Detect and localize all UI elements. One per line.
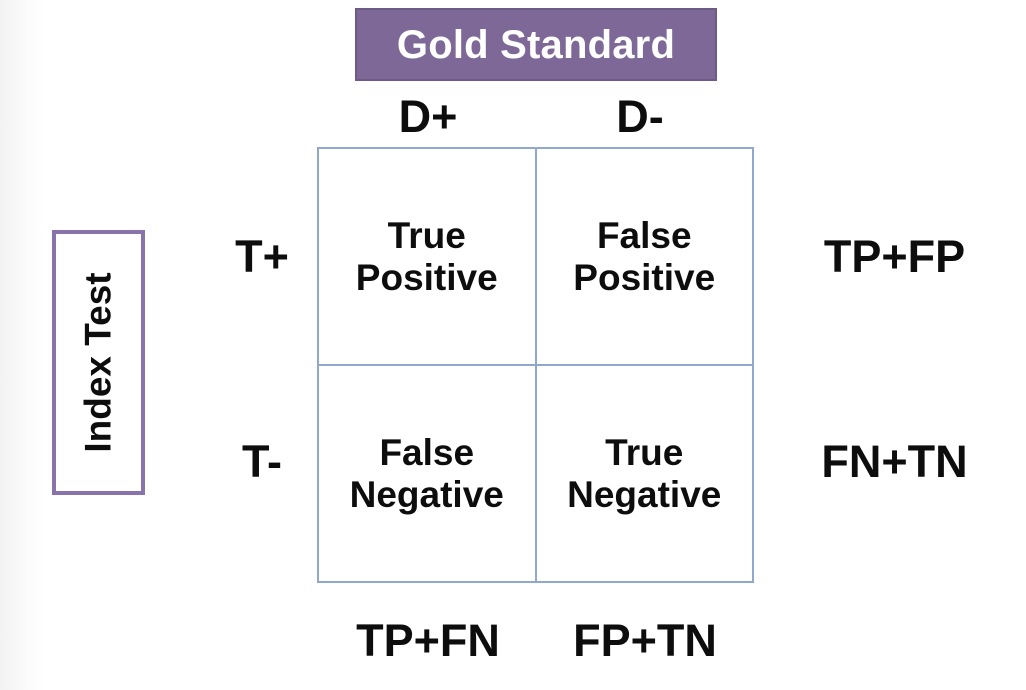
cell-false-negative-label: False Negative xyxy=(349,432,504,515)
cell-false-positive-label: False Positive xyxy=(573,215,716,298)
contingency-matrix: True Positive False Positive False Negat… xyxy=(317,147,754,583)
row-header-test-positive: T+ xyxy=(235,231,289,282)
column-total-disease-positive: TP+FN xyxy=(356,615,500,666)
table-row: True Positive False Positive xyxy=(317,147,754,366)
row-total-test-negative: FN+TN xyxy=(821,436,968,487)
column-header-disease-negative: D- xyxy=(616,91,664,142)
table-row: False Negative True Negative xyxy=(317,364,754,583)
row-total-test-positive: TP+FP xyxy=(823,231,966,282)
cell-false-negative: False Negative xyxy=(317,364,537,583)
gold-standard-banner: Gold Standard xyxy=(355,8,717,81)
cell-true-negative: True Negative xyxy=(534,364,754,583)
cell-true-negative-label: True Negative xyxy=(567,432,722,515)
cell-true-positive-label: True Positive xyxy=(355,215,498,298)
row-header-test-negative: T- xyxy=(242,436,282,487)
index-test-label: Index Test xyxy=(78,272,119,453)
column-header-disease-positive: D+ xyxy=(398,91,458,142)
index-test-banner: Index Test xyxy=(52,230,145,495)
cell-true-positive: True Positive xyxy=(317,147,537,366)
gold-standard-label: Gold Standard xyxy=(396,22,676,67)
cell-false-positive: False Positive xyxy=(534,147,754,366)
column-total-disease-negative: FP+TN xyxy=(573,615,717,666)
